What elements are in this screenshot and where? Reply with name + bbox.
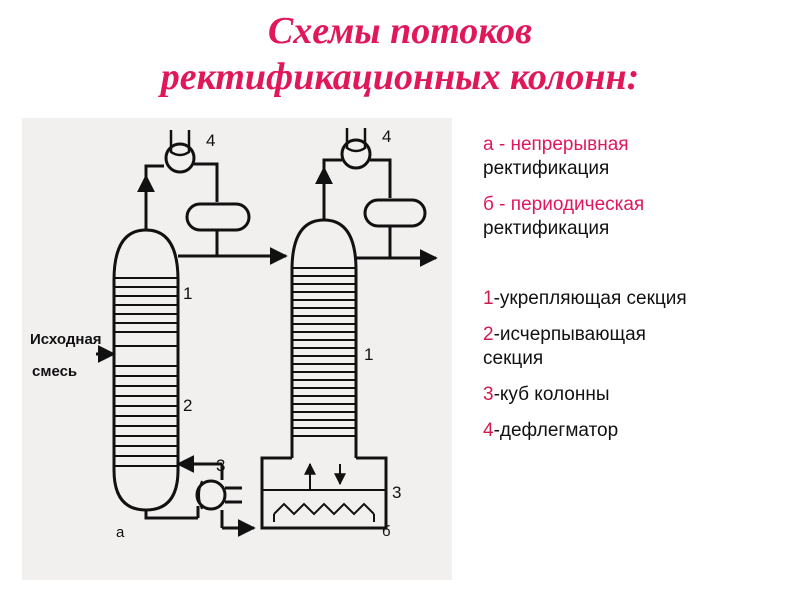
column-a-condenser xyxy=(164,142,196,174)
legend-a-letter: а - xyxy=(483,134,511,155)
legend-item-4-text: -дефлегматор xyxy=(493,420,619,441)
legend-item-2: 2-исчерпывающая секция xyxy=(483,323,783,371)
legend-item-3-text: -куб колонны xyxy=(493,384,610,405)
legend-b: б - периодическая ректификация xyxy=(483,193,783,241)
legend-item-2-text-2: секция xyxy=(483,348,544,369)
legend-item-1-num: 1 xyxy=(483,288,494,309)
diagram-svg: 4 1 2 3 а Исходная смесь xyxy=(22,118,452,580)
legend-item-3: 3-куб колонны xyxy=(483,383,783,407)
column-b-reflux-drum xyxy=(363,198,427,228)
column-a-label-3: 3 xyxy=(216,456,225,475)
feed-label: Исходная смесь xyxy=(30,331,102,380)
column-b-labels: 4 1 3 б xyxy=(364,127,401,540)
column-b-label-3: 3 xyxy=(392,483,401,502)
legend-b-text-2: ректификация xyxy=(483,218,610,239)
legend-item-4-num: 4 xyxy=(483,420,494,441)
legend-b-text-1: периодическая xyxy=(510,194,645,215)
title-line-1: Схемы потоков xyxy=(267,10,533,52)
title-line-2: ректификационных колонн: xyxy=(160,56,640,98)
legend-a-text-2: ректификация xyxy=(483,158,610,179)
legend: а - непрерывная ректификация б - периоди… xyxy=(483,133,783,455)
column-b-still xyxy=(260,456,388,530)
rectification-diagram: 4 1 2 3 а Исходная смесь xyxy=(22,118,452,580)
legend-b-letter: б - xyxy=(483,194,511,215)
column-b-heating-coil xyxy=(273,502,375,516)
column-b-condenser xyxy=(340,138,372,170)
column-a-trays xyxy=(114,277,178,467)
column-a-reboiler xyxy=(195,479,227,511)
column-b-label-1: 1 xyxy=(364,345,373,364)
column-a-label-4: 4 xyxy=(206,131,215,150)
legend-item-4: 4-дефлегматор xyxy=(483,419,783,443)
legend-item-1-text: -укрепляющая секция xyxy=(493,288,687,309)
column-a-caption: а xyxy=(116,524,125,541)
feed-label-line-1: Исходная xyxy=(30,331,102,348)
column-b xyxy=(260,128,438,530)
column-a-label-1: 1 xyxy=(183,284,192,303)
legend-item-3-num: 3 xyxy=(483,384,494,405)
legend-item-1: 1-укрепляющая секция xyxy=(483,287,783,311)
column-a xyxy=(96,130,288,537)
column-b-caption: б xyxy=(382,523,391,540)
column-b-label-4: 4 xyxy=(382,127,391,146)
column-a-labels: 4 1 2 3 а xyxy=(116,131,225,541)
legend-a: а - непрерывная ректификация xyxy=(483,133,783,181)
legend-a-text-1: непрерывная xyxy=(510,134,629,155)
column-b-trays xyxy=(292,267,356,437)
column-a-label-2: 2 xyxy=(183,396,192,415)
legend-item-2-text: -исчерпывающая xyxy=(493,324,646,345)
legend-item-2-num: 2 xyxy=(483,324,494,345)
feed-label-line-2: смесь xyxy=(32,363,77,380)
page-title: Схемы потоков ректификационных колонн: xyxy=(0,8,800,100)
